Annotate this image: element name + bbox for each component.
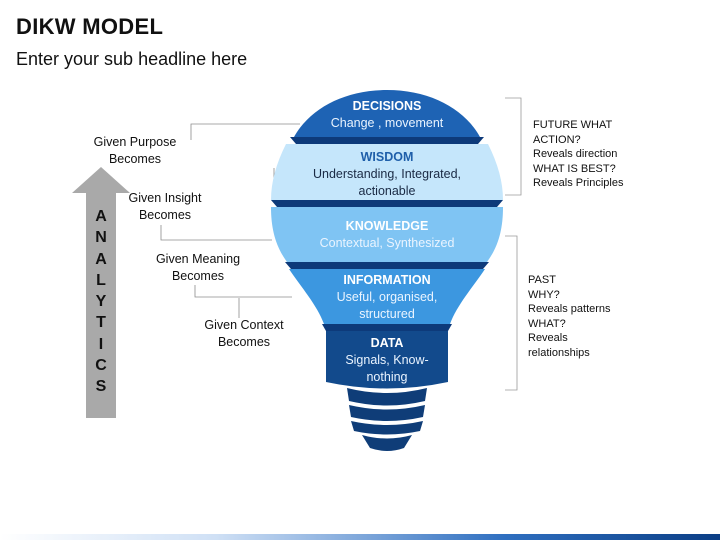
footer-bar: [0, 534, 720, 540]
layer-wisdom-desc-2: actionable: [358, 184, 416, 198]
layer-knowledge: KNOWLEDGE Contextual, Synthesized: [277, 218, 497, 252]
layer-decisions: DECISIONS Change , movement: [287, 98, 487, 132]
layer-information-desc-2: structured: [359, 307, 415, 321]
page-subtitle: Enter your sub headline here: [16, 49, 248, 69]
layer-wisdom-desc-1: Understanding, Integrated,: [312, 167, 462, 181]
given-meaning-label: Given Meaning Becomes: [155, 252, 241, 283]
base-ring-2: [349, 405, 425, 421]
layer-wisdom-name: WISDOM: [360, 150, 414, 164]
layer-data-desc-2: nothing: [366, 370, 408, 384]
separator-3: [285, 262, 489, 269]
layer-information-name: INFORMATION: [343, 273, 431, 287]
layer-wisdom: WISDOM Understanding, Integrated, action…: [277, 149, 497, 200]
layer-knowledge-desc: Contextual, Synthesized: [319, 236, 455, 250]
layer-data-desc-1: Signals, Know-: [345, 353, 429, 367]
future-notes: FUTURE WHAT ACTION? Reveals direction WH…: [533, 119, 624, 189]
separator-2: [271, 200, 503, 207]
layer-knowledge-name: KNOWLEDGE: [345, 219, 429, 233]
bracket-future: [505, 97, 522, 196]
layer-decisions-name: DECISIONS: [352, 99, 422, 113]
analytics-label: A N A L Y T I C S: [95, 208, 107, 396]
bracket-past: [505, 235, 518, 391]
right-brackets: [505, 97, 522, 391]
layer-decisions-shape: [294, 90, 480, 137]
given-insight-label: Given Insight Becomes: [128, 191, 202, 222]
base-tip: [362, 435, 412, 451]
given-context-label: Given Context Becomes: [204, 318, 284, 349]
layer-decisions-desc: Change , movement: [330, 116, 444, 130]
layer-information-shape: [289, 269, 485, 324]
base-ring-3: [351, 421, 423, 435]
connector-lines: [160, 123, 300, 318]
analytics-arrow: [72, 167, 130, 418]
layer-wisdom-shape: [271, 144, 503, 200]
layer-information-desc-1: Useful, organised,: [336, 290, 438, 304]
given-purpose-label: Given Purpose Becomes: [93, 135, 177, 166]
layer-data: DATA Signals, Know- nothing: [327, 335, 447, 386]
past-notes: PAST WHY? Reveals patterns WHAT? Reveals…: [528, 274, 611, 359]
base-ring-1: [347, 388, 427, 406]
separator-4: [322, 324, 452, 331]
layer-data-name: DATA: [370, 336, 404, 350]
page-title: DIKW MODEL: [16, 14, 164, 39]
layer-data-shape: [326, 331, 448, 389]
layer-information: INFORMATION Useful, organised, structure…: [287, 272, 487, 323]
separator-1: [290, 137, 484, 144]
layer-knowledge-shape: [271, 207, 503, 262]
bulb-base: [347, 388, 427, 451]
